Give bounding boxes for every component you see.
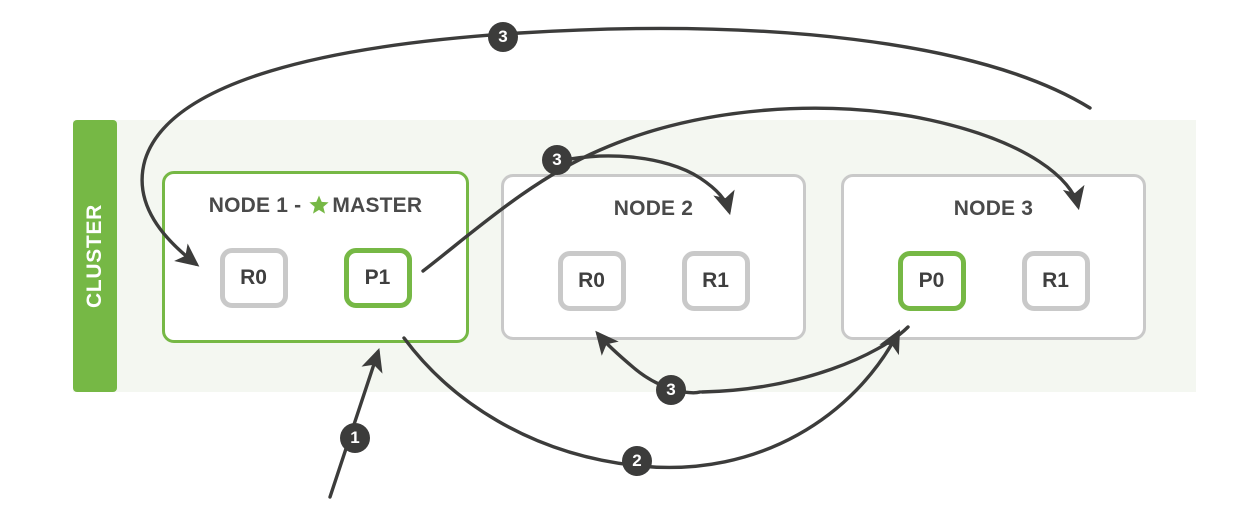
node-3-title: NODE 3 — [844, 197, 1143, 221]
node-1-title-suffix: MASTER — [332, 194, 423, 217]
cluster-label-tab: CLUSTER — [73, 120, 117, 392]
node-1-box[interactable]: NODE 1 - MASTER R0 P1 — [162, 171, 469, 343]
cluster-label-text: CLUSTER — [83, 203, 107, 309]
node-3-shards: P0 R1 — [844, 251, 1143, 311]
node-1-shards: R0 P1 — [165, 248, 466, 308]
node-2-title-prefix: NODE 2 — [613, 197, 694, 220]
star-icon — [309, 195, 329, 220]
badge-1: 1 — [340, 423, 370, 453]
node-1-title-prefix: NODE 1 - — [208, 194, 308, 217]
badge-3-junction: 3 — [542, 145, 572, 175]
node-2-box[interactable]: NODE 2 R0 R1 — [501, 174, 806, 340]
shard-node1-r0[interactable]: R0 — [219, 248, 288, 308]
node-1-title: NODE 1 - MASTER — [165, 194, 466, 220]
node-2-title: NODE 2 — [504, 197, 803, 221]
shard-node2-r0[interactable]: R0 — [557, 251, 626, 311]
shard-node2-r1[interactable]: R1 — [681, 251, 750, 311]
node-2-shards: R0 R1 — [504, 251, 803, 311]
badge-3-bottom: 3 — [656, 375, 686, 405]
node-3-title-prefix: NODE 3 — [953, 197, 1034, 220]
shard-node3-p0[interactable]: P0 — [897, 251, 966, 311]
node-3-box[interactable]: NODE 3 P0 R1 — [841, 174, 1146, 340]
shard-node1-p1[interactable]: P1 — [343, 248, 412, 308]
badge-2: 2 — [622, 446, 652, 476]
badge-3-top: 3 — [488, 22, 518, 52]
shard-node3-r1[interactable]: R1 — [1021, 251, 1090, 311]
